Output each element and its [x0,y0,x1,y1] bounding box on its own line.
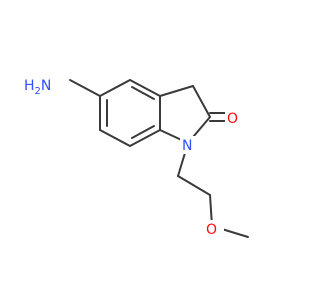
amine-bond [69,79,101,97]
label-bg [180,136,196,154]
label-bg [225,108,245,126]
bond [192,85,211,118]
bond [159,85,194,97]
label-bg [204,220,224,238]
amine-label: H2N [24,78,51,97]
bond [177,175,211,196]
ring-nitrogen-label: N [182,138,192,154]
molecule-structure: H2N N O O [20,72,249,238]
bond-double-inner [131,86,155,100]
bond [129,79,161,97]
ether-oxygen-label: O [206,222,217,238]
bond [129,129,161,147]
label-bg [20,72,64,94]
bond [99,79,131,97]
bond [99,129,131,147]
bond-double-inner [131,125,155,139]
benzene-ring [99,79,161,147]
lactam-ring [159,85,211,144]
carbonyl-oxygen-label: O [227,111,238,127]
